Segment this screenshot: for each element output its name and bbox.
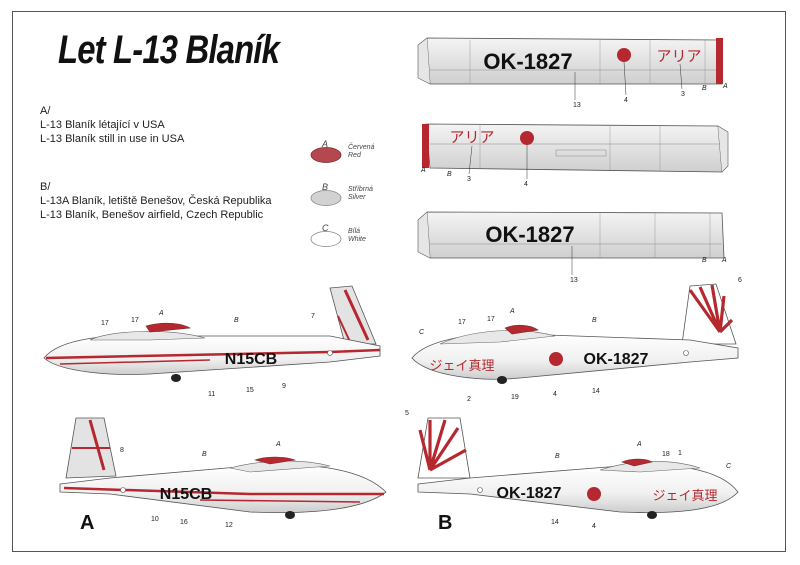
- wing2-hinomaru: [520, 131, 534, 145]
- gb-callout-b: B: [592, 317, 597, 324]
- wing1-hinomaru: [617, 48, 631, 62]
- silver-swatch: [310, 190, 342, 206]
- glider-b-left-registration: OK-1827: [497, 485, 562, 502]
- variant-a-line-en: L-13 Blaník still in use in USA: [40, 133, 185, 145]
- gb-callout-6: 6: [738, 277, 742, 284]
- wing2-tip-red: [422, 124, 429, 168]
- callout-b: B: [702, 85, 707, 92]
- legend-red-en: Red: [348, 152, 361, 159]
- ga-callout-9: 9: [282, 383, 286, 390]
- wing1-registration: OK-1827: [483, 49, 572, 74]
- glider-b-left-kanji: ジェイ真理: [652, 488, 717, 503]
- page-title: Let L-13 Blaník: [58, 28, 280, 72]
- legend-silver-en: Silver: [348, 194, 366, 201]
- ga-callout-15: 15: [246, 387, 254, 394]
- legend-red-cz: Červená: [348, 144, 375, 151]
- glider-b-right-registration: OK-1827: [584, 351, 649, 368]
- callout-4: 4: [624, 97, 628, 104]
- gb-callout-a: A: [509, 308, 515, 315]
- wingtip-red: [716, 38, 723, 84]
- gb2-callout-b: B: [555, 453, 560, 460]
- ga2-callout-16: 16: [180, 519, 188, 526]
- wing2-callout-3: 3: [467, 176, 471, 183]
- gb2-callout-5: 5: [405, 410, 409, 417]
- variant-b-description: B/ L-13A Blaník, letiště Benešov, Česká …: [40, 180, 272, 222]
- gb2-callout-18: 18: [662, 451, 670, 458]
- gb-callout-17b: 17: [487, 316, 495, 323]
- variant-a-line-cz: L-13 Blaník létající v USA: [40, 119, 165, 131]
- legend-silver-cz: Stříbrná: [348, 186, 373, 193]
- glider-a-left-registration: N15CB: [160, 486, 212, 503]
- ga2-callout-8: 8: [120, 447, 124, 454]
- glider-a-side-left: N15CB 8 B A 10 16 12: [59, 417, 387, 529]
- glider-b-side-left: OK-1827 ジェイ真理 5 B A 18 1 C 14 4: [405, 410, 739, 530]
- ga-callout-17a: 17: [101, 320, 109, 327]
- legend-silver-label: Stříbrná Silver: [348, 186, 373, 202]
- gb-callout-17a: 17: [458, 319, 466, 326]
- glider-a-right-registration: N15CB: [225, 351, 277, 368]
- glider-b-side-right: ジェイ真理 OK-1827 C 17 17 A B 6 2 19 4 14: [411, 277, 742, 403]
- ga-callout-11: 11: [208, 391, 215, 398]
- gb2-callout-a: A: [636, 441, 642, 448]
- wing2-callout-a: A: [420, 167, 426, 174]
- glider-a-side-right: N15CB 17 17 A B 7 11 15 9: [43, 285, 381, 398]
- variant-b-line-en: L-13 Blaník, Benešov airfield, Czech Rep…: [40, 209, 264, 221]
- callout-13: 13: [573, 102, 581, 109]
- legend-letter-silver: B: [322, 182, 329, 192]
- legend-white-en: White: [348, 236, 366, 243]
- gb-callout-c: C: [419, 329, 425, 336]
- legend-white-cz: Bílá: [348, 228, 361, 235]
- glider-b-right-kanji: ジェイ真理: [429, 358, 494, 373]
- ga-callout-17b: 17: [131, 317, 139, 324]
- variant-a-heading: A/: [40, 105, 51, 117]
- wing2-callout-4: 4: [524, 181, 528, 188]
- wing-top-view-2: アリア A B 3 4: [420, 123, 729, 188]
- legend-letter-red: A: [322, 139, 329, 149]
- legend-letter-white: C: [322, 223, 329, 233]
- ga-callout-a: A: [158, 310, 164, 317]
- variant-b-letter: B: [438, 512, 453, 534]
- ga2-callout-a: A: [275, 441, 281, 448]
- wing2-katakana: アリア: [449, 129, 494, 146]
- gb-callout-4: 4: [553, 391, 557, 398]
- glider-b-left-hinomaru: [587, 487, 601, 501]
- ga2-callout-10: 10: [151, 516, 159, 523]
- ga2-callout-12: 12: [225, 522, 233, 529]
- variant-b-heading: B/: [40, 181, 51, 193]
- ga-callout-7: 7: [311, 313, 315, 320]
- variant-a-description: A/ L-13 Blaník létající v USA L-13 Blaní…: [40, 104, 184, 146]
- wing3-callout-13: 13: [570, 277, 578, 284]
- wing3-callout-b: B: [702, 257, 707, 264]
- gb-callout-2: 2: [467, 396, 471, 403]
- legend-white-label: Bílá White: [348, 228, 366, 244]
- glider-b-right-hinomaru: [549, 352, 563, 366]
- legend-red-label: Červená Red: [348, 144, 374, 160]
- wing3-callout-a: A: [721, 257, 727, 264]
- white-swatch: [310, 231, 342, 247]
- ga-callout-b: B: [234, 317, 239, 324]
- ga2-callout-b: B: [202, 451, 207, 458]
- wing2-callout-b: B: [447, 171, 452, 178]
- variant-b-line-cz: L-13A Blaník, letiště Benešov, Česká Rep…: [40, 195, 272, 207]
- gb-callout-14: 14: [592, 388, 600, 395]
- gb-callout-19: 19: [511, 394, 519, 401]
- variant-a-letter: A: [80, 512, 95, 534]
- wing-top-view-1: OK-1827 アリア 13 4 3 B A: [417, 37, 728, 109]
- wing1-katakana: アリア: [656, 48, 701, 65]
- red-swatch: [310, 147, 342, 163]
- gb2-callout-4: 4: [592, 523, 596, 530]
- callout-3: 3: [681, 91, 685, 98]
- gb2-callout-14: 14: [551, 519, 559, 526]
- wing-top-view-3: OK-1827 13 B A: [417, 211, 727, 284]
- callout-a: A: [722, 83, 728, 90]
- gb2-callout-c: C: [726, 463, 732, 470]
- wing3-registration: OK-1827: [485, 222, 574, 247]
- gb2-callout-1: 1: [678, 450, 682, 457]
